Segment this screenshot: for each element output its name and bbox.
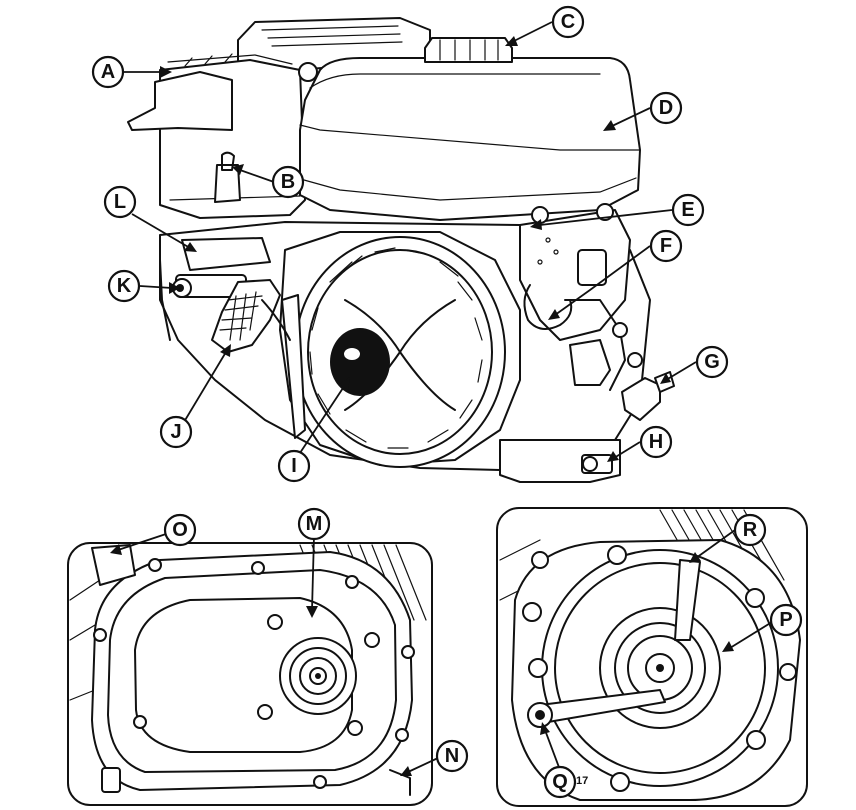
callout-o: O — [163, 513, 197, 547]
svg-text:L: L — [114, 191, 126, 213]
starter-grip — [211, 279, 291, 353]
svg-text:E: E — [681, 199, 694, 221]
callout-q: Q — [543, 765, 577, 799]
engine-illustration — [127, 17, 675, 483]
casting-stamp: 17 — [576, 775, 588, 787]
recoil-starter — [279, 231, 521, 468]
callout-a: A — [91, 55, 125, 89]
svg-text:R: R — [743, 519, 758, 541]
callout-p: P — [769, 603, 803, 637]
callout-b: B — [271, 165, 305, 199]
svg-text:M: M — [306, 513, 323, 535]
callout-f: F — [649, 229, 683, 263]
svg-text:K: K — [117, 275, 132, 297]
spark-plug — [621, 371, 675, 421]
callout-n: N — [435, 739, 469, 773]
callouts: A B C D E F G H I J K L M N O P Q R — [91, 5, 803, 799]
callout-i: I — [277, 449, 311, 483]
callout-c: C — [551, 5, 585, 39]
svg-text:B: B — [281, 171, 295, 193]
air-filter-assembly — [127, 53, 306, 219]
inset-side-cover: 17 — [496, 507, 808, 807]
callout-k: K — [107, 269, 141, 303]
svg-text:P: P — [779, 609, 792, 631]
svg-text:O: O — [172, 519, 188, 541]
callout-m: M — [297, 507, 331, 541]
carburetor-area — [519, 203, 643, 391]
callout-l: L — [103, 185, 137, 219]
oil-drain-plug — [581, 454, 613, 474]
callout-j: J — [159, 415, 193, 449]
svg-text:H: H — [649, 431, 663, 453]
svg-text:G: G — [704, 351, 720, 373]
inset-gear-cover — [67, 542, 433, 806]
fuel-tank — [299, 37, 641, 221]
callout-e: E — [671, 193, 705, 227]
choke-throttle-controls — [159, 237, 271, 341]
svg-text:D: D — [659, 97, 673, 119]
callout-r: R — [733, 513, 767, 547]
leader-lines — [110, 21, 773, 776]
callout-h: H — [639, 425, 673, 459]
svg-text:Q: Q — [552, 771, 568, 793]
callout-d: D — [649, 91, 683, 125]
svg-text:I: I — [291, 455, 297, 477]
svg-text:C: C — [561, 11, 575, 33]
callout-g: G — [695, 345, 729, 379]
svg-text:F: F — [660, 235, 672, 257]
svg-text:A: A — [101, 61, 115, 83]
svg-text:N: N — [445, 745, 459, 767]
svg-text:J: J — [170, 421, 181, 443]
